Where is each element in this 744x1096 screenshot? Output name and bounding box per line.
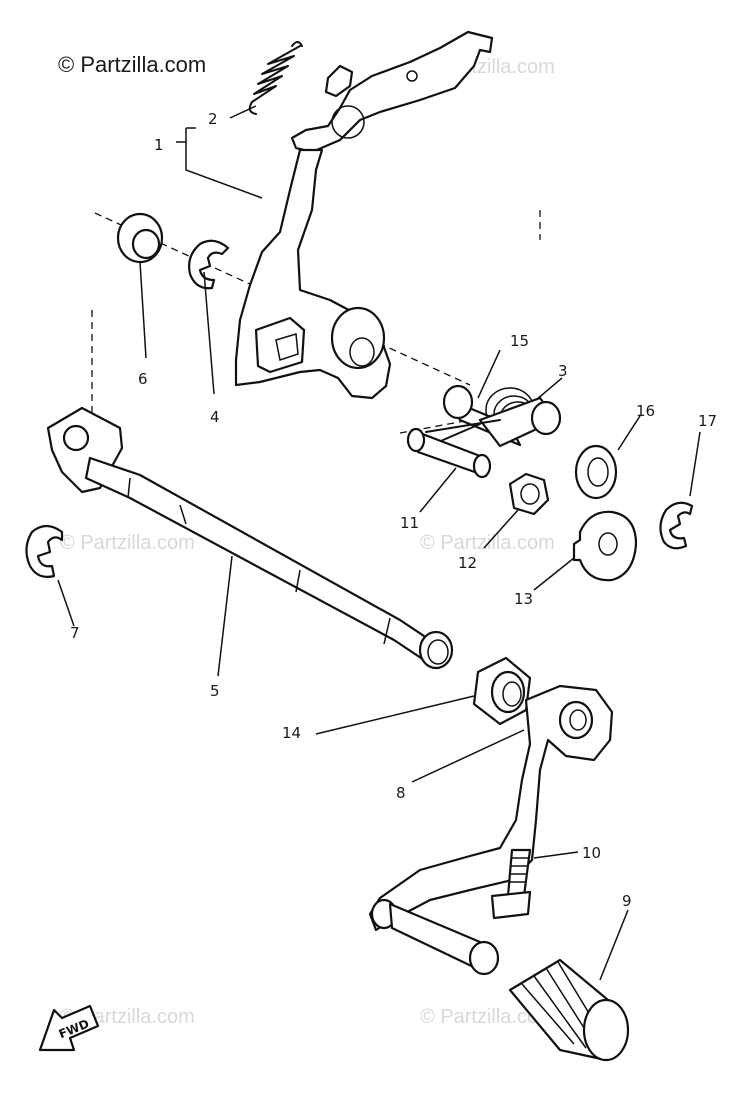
shift-pedal-part-8 [368,684,614,976]
bushing-part-14 [472,656,532,726]
shift-arm-part-1 [234,30,494,400]
callout-11: 11 [400,514,419,532]
watermark-main: © Partzilla.com [58,52,207,77]
callout-1: 1 [154,136,164,154]
callout-7: 7 [70,624,80,642]
callout-12: 12 [458,554,477,572]
circlip-part-17 [659,501,694,550]
bolt-part-10 [490,848,532,920]
callout-16: 16 [636,402,655,420]
callout-labels: 1 2 3 4 5 6 7 8 9 10 11 12 13 14 15 16 1… [70,110,717,910]
shift-shaft-part-5 [46,406,454,670]
callout-10: 10 [582,844,601,862]
pin-part-11 [406,427,492,479]
callout-15: 15 [510,332,529,350]
spring-part-2 [248,41,303,115]
callout-13: 13 [514,590,533,608]
callout-3: 3 [558,362,568,380]
leader-lines [57,105,701,981]
washer-part-16 [574,444,618,500]
watermark-faint-5: © Partzilla.com [420,1006,555,1028]
callout-17: 17 [698,412,717,430]
callout-5: 5 [210,682,220,700]
nut-part-12 [508,472,550,516]
watermark-faint-3: © Partzilla.com [420,532,555,554]
circlip-part-7 [25,524,64,578]
circlip-part-4 [188,239,230,290]
lock-plate-part-13 [572,510,638,582]
callout-2: 2 [208,110,218,128]
watermark-faint-2: © Partzilla.com [60,532,195,554]
callout-14: 14 [282,724,301,742]
callout-6: 6 [138,370,148,388]
callout-4: 4 [210,408,220,426]
callout-8: 8 [396,784,406,802]
fwd-arrow-icon: FWD [38,1004,100,1052]
torsion-spring-part-3 [419,387,562,451]
callout-9: 9 [622,892,632,910]
pedal-rubber-part-9 [508,958,630,1062]
bushing-part-6 [116,212,164,264]
